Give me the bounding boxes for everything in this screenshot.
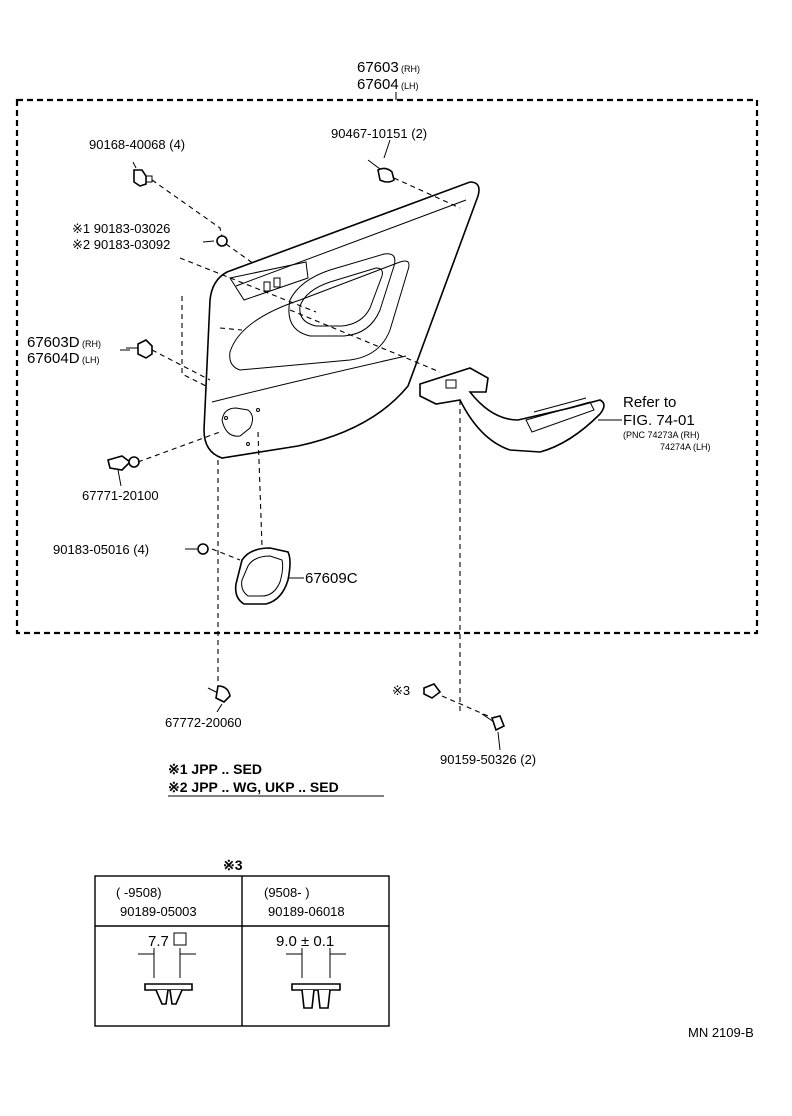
fastener-bottom xyxy=(207,685,231,703)
reference-line1: Refer to xyxy=(623,394,676,411)
label-washer-2: ※2 90183-03092 xyxy=(72,237,170,252)
footnote-2: ※2 JPP .. WG, UKP .. SED xyxy=(168,779,339,795)
table-col1-range: ( -9508) xyxy=(116,885,162,900)
label-board-tag-rh: (RH) xyxy=(82,339,101,349)
assembly-tag-lh: (LH) xyxy=(401,81,419,91)
door-trim-board xyxy=(203,181,480,459)
assembly-part-rh: 67603 xyxy=(357,59,399,76)
cover-piece xyxy=(234,547,291,605)
label-board-tag-lh: (LH) xyxy=(82,355,100,365)
reference-line2: FIG. 74-01 xyxy=(623,412,695,429)
table-title: ※3 xyxy=(223,857,243,873)
label-clip-top-left: 90168-40068 (4) xyxy=(89,137,185,152)
assembly-tag-rh: (RH) xyxy=(401,64,420,74)
label-fastener-bottom: 67772-20060 xyxy=(165,715,242,730)
footnote-1: ※1 JPP .. SED xyxy=(168,761,262,777)
leader-clip-top-right xyxy=(383,139,391,159)
figure-code: MN 2109-B xyxy=(688,1025,754,1040)
leader-clip-top-left xyxy=(132,161,137,169)
label-cover: 67609C xyxy=(305,570,358,587)
label-board-rh: 67603D xyxy=(27,334,80,351)
leader-lines xyxy=(137,177,489,717)
leader-fastener-bottom xyxy=(216,703,223,713)
clip-drawing-late xyxy=(286,948,346,1009)
leader-screw-bottom xyxy=(497,731,501,751)
assembly-part-lh: 67604 xyxy=(357,76,399,93)
leader-washer-upper xyxy=(202,240,215,243)
clip-board-left xyxy=(126,339,153,359)
table-col2-range: (9508- ) xyxy=(264,885,310,900)
label-note3-mark: ※3 xyxy=(392,683,410,698)
leader-wing-screw xyxy=(117,469,122,487)
table-col2-dim: 9.0 ± 0.1 xyxy=(276,933,334,950)
clip-top-left xyxy=(133,169,153,187)
table-col1-part: 90189-05003 xyxy=(120,904,197,919)
wing-screw xyxy=(107,455,140,471)
assembly-frame xyxy=(15,98,759,635)
clip-note3 xyxy=(423,683,442,699)
reference-line4: 74274A (LH) xyxy=(660,442,711,452)
reference-line3: (PNC 74273A (RH) xyxy=(623,430,700,440)
clip-top-right xyxy=(367,159,395,183)
table-col1-square-symbol xyxy=(173,932,187,946)
armrest-bracket xyxy=(419,367,605,453)
label-screw-bottom: 90159-50326 (2) xyxy=(440,752,536,767)
washer-upper xyxy=(216,235,228,247)
screw-bottom xyxy=(481,713,506,732)
table-col1-dim: 7.7 xyxy=(148,933,169,950)
table-col2-part: 90189-06018 xyxy=(268,904,345,919)
label-washer-lower: 90183-05016 (4) xyxy=(53,542,149,557)
label-board-lh: 67604D xyxy=(27,350,80,367)
label-washer-1: ※1 90183-03026 xyxy=(72,221,170,236)
label-clip-top-right: 90467-10151 (2) xyxy=(331,126,427,141)
label-wing-screw: 67771-20100 xyxy=(82,488,159,503)
variant-table xyxy=(94,875,390,1027)
clip-drawing-early xyxy=(138,948,196,1005)
washer-lower xyxy=(197,543,209,555)
